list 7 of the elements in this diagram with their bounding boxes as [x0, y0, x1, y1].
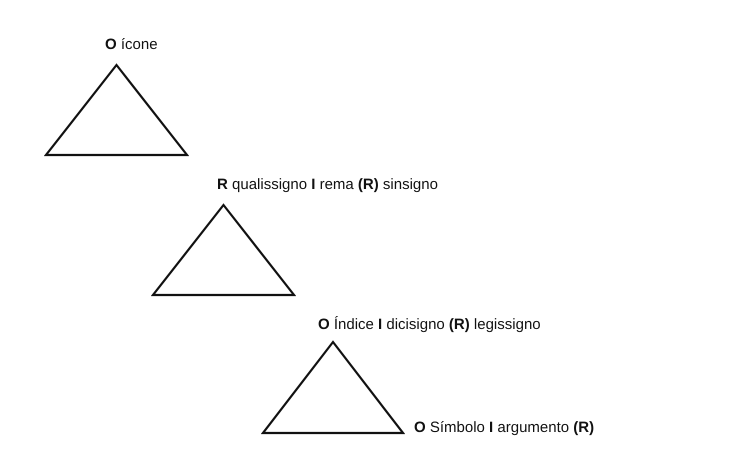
triangle-shape [44, 63, 189, 157]
vertex-label: O Índice I dicisigno (R) legissigno [318, 316, 541, 334]
vertex-label: R qualissigno I rema (R) sinsigno [217, 176, 438, 194]
triangle-shape [261, 340, 405, 435]
vertex-label: O ícone [105, 36, 158, 54]
vertex-label: O Símbolo I argumento (R) [414, 419, 594, 437]
triangle-shape [151, 203, 296, 297]
